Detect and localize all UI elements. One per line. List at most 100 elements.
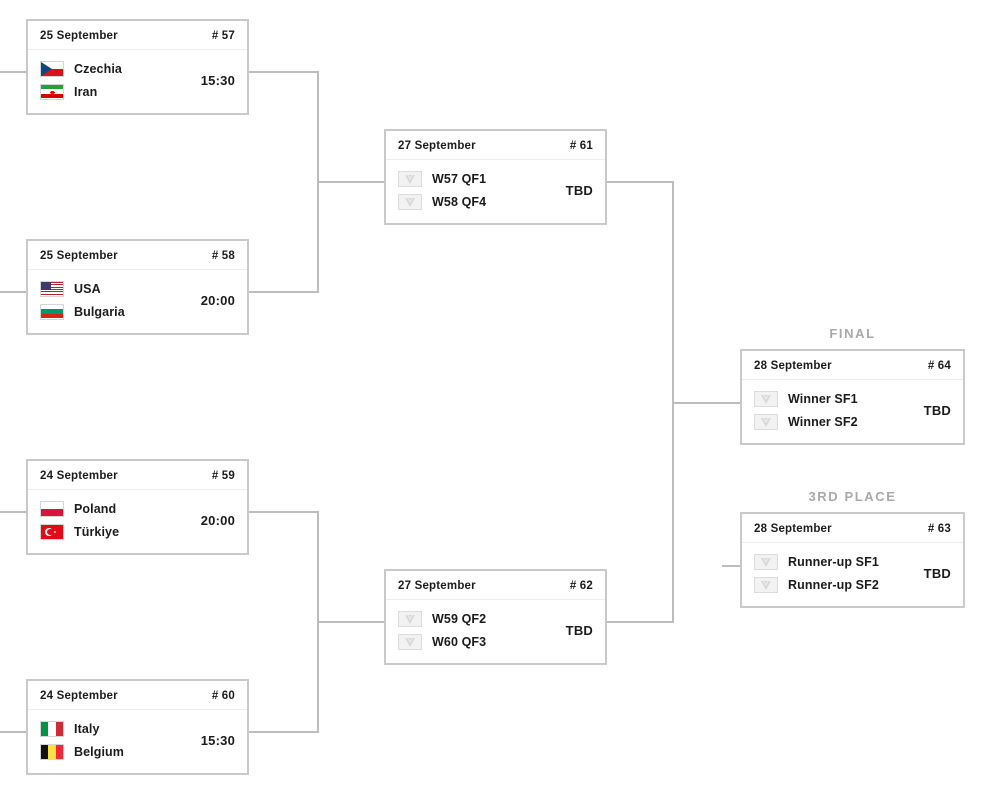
match-card-61[interactable]: 27 September # 61 W57 QF1 W58 QF4 TBD bbox=[384, 129, 607, 225]
team-row[interactable]: USA bbox=[40, 277, 193, 300]
match-card-60[interactable]: 24 September # 60 Italy Belgium 15:30 bbox=[26, 679, 249, 775]
team-name: W59 QF2 bbox=[432, 611, 487, 626]
team-name: Iran bbox=[74, 84, 98, 99]
team-row[interactable]: Winner SF1 bbox=[754, 387, 916, 410]
match-card-62[interactable]: 27 September # 62 W59 QF2 W60 QF3 TBD bbox=[384, 569, 607, 665]
connector-sf61-in bbox=[317, 181, 385, 183]
team-row[interactable]: Türkiye bbox=[40, 520, 193, 543]
connector-qf58-out bbox=[249, 291, 318, 293]
team-list: Winner SF1 Winner SF2 bbox=[754, 387, 916, 433]
flag-icon-belgium bbox=[40, 743, 64, 760]
team-name: Winner SF1 bbox=[788, 391, 858, 406]
match-time: TBD bbox=[923, 565, 951, 581]
team-list: Runner-up SF1 Runner-up SF2 bbox=[754, 550, 916, 596]
card-header: 27 September # 62 bbox=[386, 571, 605, 600]
match-number: # 62 bbox=[569, 580, 593, 592]
team-name: Türkiye bbox=[74, 524, 120, 539]
flag-icon-usa bbox=[40, 280, 64, 297]
flag-icon-czechia bbox=[40, 60, 64, 77]
team-name: Winner SF2 bbox=[788, 414, 858, 429]
card-body: Winner SF1 Winner SF2 TBD bbox=[742, 380, 963, 443]
match-card-59[interactable]: 24 September # 59 Poland Türkiye 20:00 bbox=[26, 459, 249, 555]
card-body: W59 QF2 W60 QF3 TBD bbox=[386, 600, 605, 663]
flag-placeholder-icon bbox=[754, 390, 778, 407]
connector-qf57-out bbox=[249, 71, 318, 73]
connector-sf61-out bbox=[606, 181, 674, 183]
match-time: TBD bbox=[565, 182, 593, 198]
flag-icon-italy bbox=[40, 720, 64, 737]
match-date: 24 September bbox=[40, 690, 118, 702]
team-name: Runner-up SF2 bbox=[788, 577, 879, 592]
match-time: TBD bbox=[565, 622, 593, 638]
team-name: Poland bbox=[74, 501, 117, 516]
connector-qf60-out bbox=[249, 731, 318, 733]
card-header: 25 September # 58 bbox=[28, 241, 247, 270]
match-card-57[interactable]: 25 September # 57 Czechia Iran 15:30 bbox=[26, 19, 249, 115]
card-body: Italy Belgium 15:30 bbox=[28, 710, 247, 773]
flag-placeholder-icon bbox=[754, 576, 778, 593]
connector-third-place-in bbox=[722, 565, 742, 567]
card-body: W57 QF1 W58 QF4 TBD bbox=[386, 160, 605, 223]
flag-icon-iran bbox=[40, 83, 64, 100]
team-name: Bulgaria bbox=[74, 304, 125, 319]
match-number: # 61 bbox=[569, 140, 593, 152]
team-row[interactable]: Runner-up SF1 bbox=[754, 550, 916, 573]
team-row[interactable]: Runner-up SF2 bbox=[754, 573, 916, 596]
section-title-third-place: 3RD PLACE bbox=[808, 489, 897, 504]
team-row[interactable]: W57 QF1 bbox=[398, 167, 558, 190]
team-name: Belgium bbox=[74, 744, 125, 759]
flag-placeholder-icon bbox=[754, 413, 778, 430]
match-number: # 59 bbox=[211, 470, 235, 482]
match-time: TBD bbox=[923, 402, 951, 418]
connector-stub-qf1 bbox=[0, 71, 28, 73]
match-date: 25 September bbox=[40, 250, 118, 262]
match-number: # 60 bbox=[211, 690, 235, 702]
team-row[interactable]: Iran bbox=[40, 80, 193, 103]
match-date: 27 September bbox=[398, 140, 476, 152]
card-body: Poland Türkiye 20:00 bbox=[28, 490, 247, 553]
match-card-64-final[interactable]: 28 September # 64 Winner SF1 Winner SF2 … bbox=[740, 349, 965, 445]
flag-icon-poland bbox=[40, 500, 64, 517]
team-row[interactable]: W59 QF2 bbox=[398, 607, 558, 630]
card-header: 28 September # 64 bbox=[742, 351, 963, 380]
team-list: Poland Türkiye bbox=[40, 497, 193, 543]
section-title-final: FINAL bbox=[829, 326, 876, 341]
match-date: 28 September bbox=[754, 360, 832, 372]
card-header: 27 September # 61 bbox=[386, 131, 605, 160]
match-date: 28 September bbox=[754, 523, 832, 535]
card-body: Czechia Iran 15:30 bbox=[28, 50, 247, 113]
card-header: 24 September # 60 bbox=[28, 681, 247, 710]
team-list: Czechia Iran bbox=[40, 57, 193, 103]
match-card-63-third-place[interactable]: 28 September # 63 Runner-up SF1 Runner-u… bbox=[740, 512, 965, 608]
card-body: Runner-up SF1 Runner-up SF2 TBD bbox=[742, 543, 963, 606]
team-list: W59 QF2 W60 QF3 bbox=[398, 607, 558, 653]
team-row[interactable]: Poland bbox=[40, 497, 193, 520]
match-time: 15:30 bbox=[200, 732, 235, 748]
flag-icon-turkiye bbox=[40, 523, 64, 540]
team-name: W60 QF3 bbox=[432, 634, 487, 649]
team-row[interactable]: W58 QF4 bbox=[398, 190, 558, 213]
card-header: 24 September # 59 bbox=[28, 461, 247, 490]
team-name: Runner-up SF1 bbox=[788, 554, 879, 569]
match-number: # 63 bbox=[927, 523, 951, 535]
team-row[interactable]: Italy bbox=[40, 717, 193, 740]
match-date: 24 September bbox=[40, 470, 118, 482]
match-number: # 64 bbox=[927, 360, 951, 372]
team-row[interactable]: Belgium bbox=[40, 740, 193, 763]
connector-stub-qf3 bbox=[0, 511, 28, 513]
match-card-58[interactable]: 25 September # 58 USA Bulgaria 20:00 bbox=[26, 239, 249, 335]
team-row[interactable]: Bulgaria bbox=[40, 300, 193, 323]
team-row[interactable]: W60 QF3 bbox=[398, 630, 558, 653]
team-list: USA Bulgaria bbox=[40, 277, 193, 323]
team-row[interactable]: Winner SF2 bbox=[754, 410, 916, 433]
connector-final-in bbox=[672, 402, 742, 404]
connector-stub-qf2 bbox=[0, 291, 28, 293]
match-number: # 58 bbox=[211, 250, 235, 262]
connector-sf62-out bbox=[606, 621, 674, 623]
flag-placeholder-icon bbox=[398, 633, 422, 650]
team-list: Italy Belgium bbox=[40, 717, 193, 763]
team-row[interactable]: Czechia bbox=[40, 57, 193, 80]
match-date: 25 September bbox=[40, 30, 118, 42]
connector-stub-qf4 bbox=[0, 731, 28, 733]
